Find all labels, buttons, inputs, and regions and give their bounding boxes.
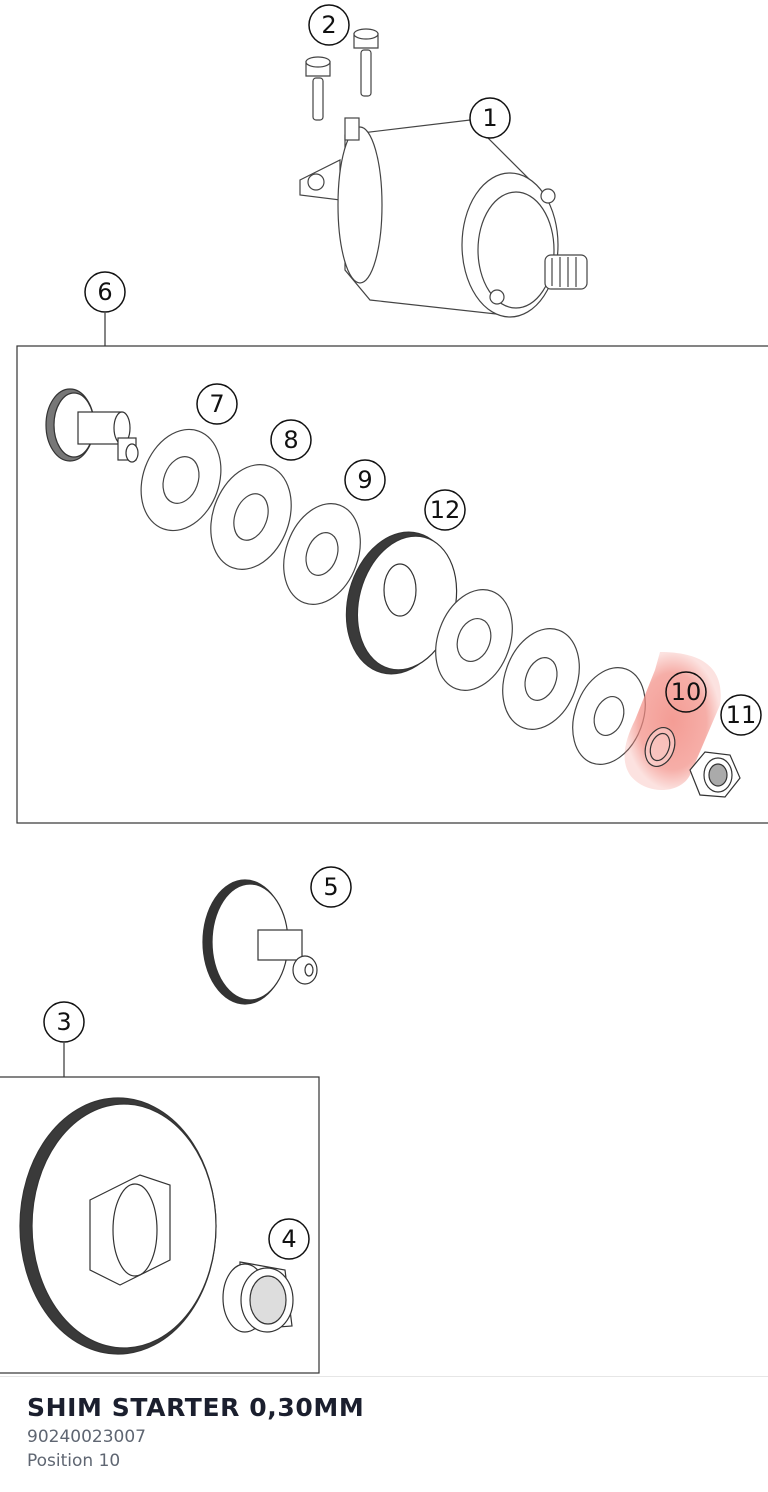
- svg-text:3: 3: [56, 1008, 71, 1036]
- washer-b[interactable]: [489, 618, 592, 740]
- svg-text:8: 8: [283, 426, 298, 454]
- part-number: 90240023007: [27, 1427, 146, 1447]
- callout-7[interactable]: 7: [196, 383, 238, 425]
- highlighted-shim-part-10[interactable]: [624, 652, 721, 790]
- callout-8[interactable]: 8: [270, 419, 312, 461]
- washer-part-8[interactable]: [197, 453, 305, 580]
- washer-part-7[interactable]: [128, 418, 235, 542]
- callout-5[interactable]: 5: [310, 866, 352, 908]
- callout-9[interactable]: 9: [344, 459, 386, 501]
- callout-11[interactable]: 11: [720, 694, 762, 736]
- svg-text:7: 7: [209, 390, 224, 418]
- bearing-part-4[interactable]: [222, 1261, 294, 1333]
- washer-part-9[interactable]: [270, 493, 373, 615]
- assembly-box-3: [0, 1076, 320, 1374]
- washer-a[interactable]: [422, 579, 525, 701]
- callout-10[interactable]: 10: [665, 671, 707, 713]
- callout-12[interactable]: 12: [424, 489, 466, 531]
- callout-1[interactable]: 1: [469, 97, 511, 139]
- pinion-shaft-part-7[interactable]: [45, 388, 139, 463]
- callout-3[interactable]: 3: [43, 1001, 85, 1043]
- svg-text:12: 12: [430, 496, 461, 524]
- nut-part-11[interactable]: [689, 751, 741, 798]
- large-gear-part-3[interactable]: [19, 1097, 217, 1355]
- assembly-box-6: [16, 345, 768, 824]
- part-info-panel: SHIM STARTER 0,30MM 90240023007 Position…: [0, 1376, 768, 1492]
- starter-motor-part-1[interactable]: [299, 117, 588, 318]
- screw-part-2[interactable]: [305, 28, 379, 121]
- svg-text:4: 4: [281, 1225, 296, 1253]
- callout-2[interactable]: 2: [308, 4, 350, 46]
- svg-text:5: 5: [323, 873, 338, 901]
- svg-text:6: 6: [97, 278, 112, 306]
- svg-text:11: 11: [726, 701, 757, 729]
- gear-part-5[interactable]: [202, 879, 318, 1005]
- svg-text:9: 9: [357, 466, 372, 494]
- svg-text:2: 2: [321, 11, 336, 39]
- part-position: Position 10: [27, 1451, 121, 1471]
- callout-6[interactable]: 6: [84, 271, 126, 313]
- callout-4[interactable]: 4: [268, 1218, 310, 1260]
- svg-text:10: 10: [671, 678, 702, 706]
- part-title: SHIM STARTER 0,30MM: [27, 1393, 365, 1422]
- exploded-parts-diagram: 1 2 3 4 5 6 7 8 9 10 11 12: [0, 4, 768, 1374]
- svg-text:1: 1: [482, 104, 497, 132]
